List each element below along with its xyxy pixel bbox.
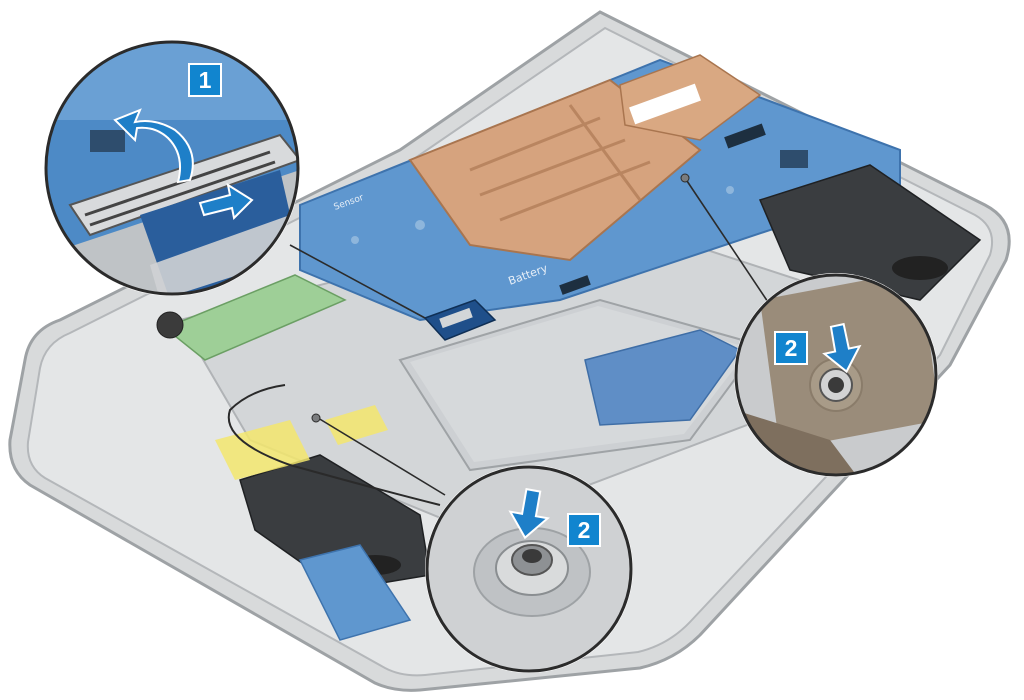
leader-lines	[289, 177, 771, 496]
callout-screw-zoom-right	[734, 273, 938, 477]
screw-marker-2	[311, 413, 321, 423]
coin-cell-battery	[156, 311, 184, 339]
io-daughterboard	[298, 544, 412, 641]
press-arrow-icon-bottom	[508, 488, 550, 540]
step-1-badge: 1	[188, 63, 222, 97]
lift-arrow-icon	[113, 108, 194, 184]
screw-marker-1	[680, 173, 690, 183]
step-2-badge-right: 2	[774, 331, 808, 365]
yellow-tape	[215, 420, 310, 480]
pull-arrow-icon	[198, 182, 254, 221]
antenna-cable	[227, 384, 441, 506]
storage-card	[163, 274, 347, 361]
touchpad-board	[584, 329, 742, 426]
board-connector	[423, 299, 497, 341]
step-2-badge-bottom: 2	[567, 513, 601, 547]
press-arrow-icon-right	[822, 322, 862, 374]
speaker-right	[758, 164, 982, 301]
callout-connector-zoom	[44, 40, 300, 296]
